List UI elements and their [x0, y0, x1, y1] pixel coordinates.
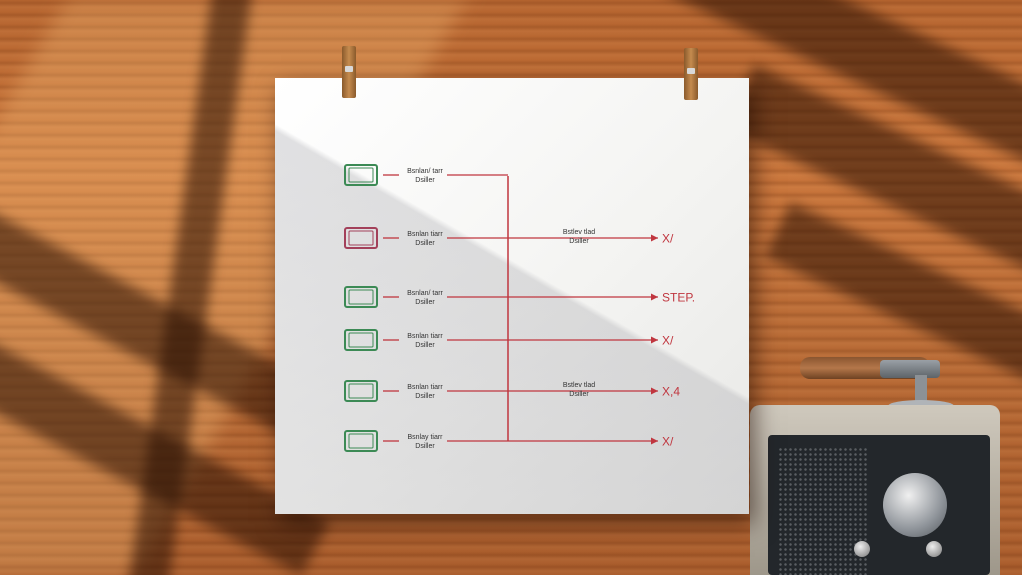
speaker-grille: [778, 447, 868, 575]
node-label: Bsnlan tiarr: [407, 384, 443, 391]
middle-label: Dsiller: [569, 238, 589, 245]
middle-label: Bstlev tlad: [563, 382, 595, 389]
arrow-head: [651, 437, 658, 445]
arrow-head: [651, 336, 658, 344]
radio-stand: [915, 375, 927, 405]
node-label: Dsiller: [415, 299, 435, 306]
node-box: [344, 329, 378, 351]
node-box-inner: [348, 332, 374, 348]
node-label: Dsiller: [415, 342, 435, 349]
node-box: [344, 164, 378, 186]
node-label: Dsiller: [415, 240, 435, 247]
end-label: X/: [662, 435, 674, 449]
vintage-radio: [750, 405, 1000, 575]
radio-front-panel: [768, 435, 990, 575]
small-knob-right: [926, 541, 942, 557]
clothespin-right: [684, 48, 698, 100]
node-label: Bsnlan/ tarr: [407, 168, 443, 175]
node-box-inner: [348, 167, 374, 183]
arrow-head: [651, 234, 658, 242]
node-box: [344, 430, 378, 452]
end-label: STEP.: [662, 291, 695, 305]
node-label: Bsnlay tiarr: [407, 434, 443, 441]
middle-label: Bstlev tlad: [563, 229, 595, 236]
node-box: [344, 286, 378, 308]
middle-label: Dsiller: [569, 391, 589, 398]
radio-handle-cap: [880, 360, 940, 378]
node-box-inner: [348, 433, 374, 449]
node-label: Dsiller: [415, 177, 435, 184]
end-label: X/: [662, 334, 674, 348]
node-box-inner: [348, 289, 374, 305]
node-box: [344, 227, 378, 249]
end-label: X/: [662, 232, 674, 246]
node-box-inner: [348, 230, 374, 246]
end-label: X,4: [662, 385, 680, 399]
clothespin-left: [342, 46, 356, 98]
node-label: Bsnlan/ tarr: [407, 290, 443, 297]
small-knob-left: [854, 541, 870, 557]
tuning-knob: [883, 473, 947, 537]
node-label: Dsiller: [415, 443, 435, 450]
node-label: Bsnlan tiarr: [407, 231, 443, 238]
node-label: Bsnlan tiarr: [407, 333, 443, 340]
arrow-head: [651, 387, 658, 395]
node-box: [344, 380, 378, 402]
arrow-head: [651, 293, 658, 301]
node-label: Dsiller: [415, 393, 435, 400]
node-box-inner: [348, 383, 374, 399]
